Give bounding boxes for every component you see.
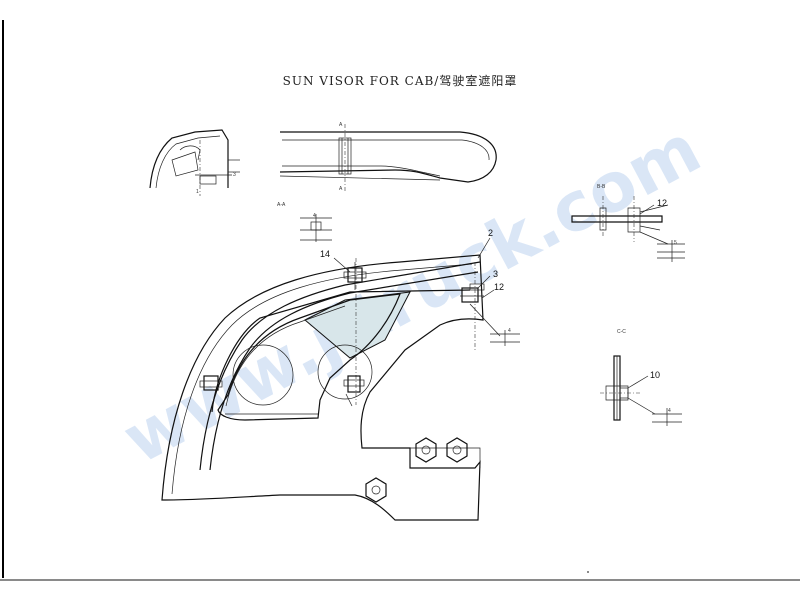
callout-4-right: 4 xyxy=(508,328,511,334)
svg-text:A: A xyxy=(339,122,343,128)
svg-text:A: A xyxy=(339,186,343,192)
clamp-bracket-top xyxy=(343,262,367,290)
scan-speck xyxy=(587,571,589,573)
cab-side-view: 1 3 xyxy=(149,129,240,196)
bolt-hex-1 xyxy=(415,437,437,463)
clamp-bracket-right xyxy=(460,283,485,303)
leader-lines xyxy=(333,237,501,337)
sun-visor-main-view xyxy=(161,254,485,521)
callout-5: 5 xyxy=(674,240,677,246)
svg-text:3: 3 xyxy=(233,172,236,178)
callout-14: 14 xyxy=(320,249,330,259)
bolt-hex-2 xyxy=(446,437,468,463)
bolt-hex-3 xyxy=(365,477,387,503)
callout-4-small: 4 xyxy=(313,213,316,219)
callout-4-c: 4 xyxy=(668,408,671,414)
drawing-title: SUN VISOR FOR CAB/驾驶室遮阳罩 xyxy=(282,74,518,88)
section-label-a: A-A xyxy=(277,202,286,208)
detail-box-4-right: 4 xyxy=(490,328,520,346)
section-label-c: C-C xyxy=(617,329,626,335)
callout-12-section: 12 xyxy=(657,198,667,208)
section-label-b: B-B xyxy=(597,184,606,190)
glass-panel-top xyxy=(304,291,411,359)
watermark-text: www.jltruck.com xyxy=(111,110,713,480)
clamp-bracket-center xyxy=(343,375,365,407)
callout-2: 2 xyxy=(488,228,493,238)
lamp-opening-right xyxy=(317,344,373,400)
clamp-bracket-left xyxy=(199,375,223,391)
lamp-opening-left xyxy=(232,344,294,406)
callout-10: 10 xyxy=(650,370,660,380)
section-c-detail xyxy=(600,355,682,426)
section-b-detail xyxy=(571,196,685,262)
detail-box-4-left: 4 xyxy=(300,213,332,242)
callout-12-main: 12 xyxy=(494,282,504,292)
svg-text:1: 1 xyxy=(196,189,199,195)
visor-top-view: A A xyxy=(279,122,497,192)
callout-3: 3 xyxy=(493,269,498,279)
